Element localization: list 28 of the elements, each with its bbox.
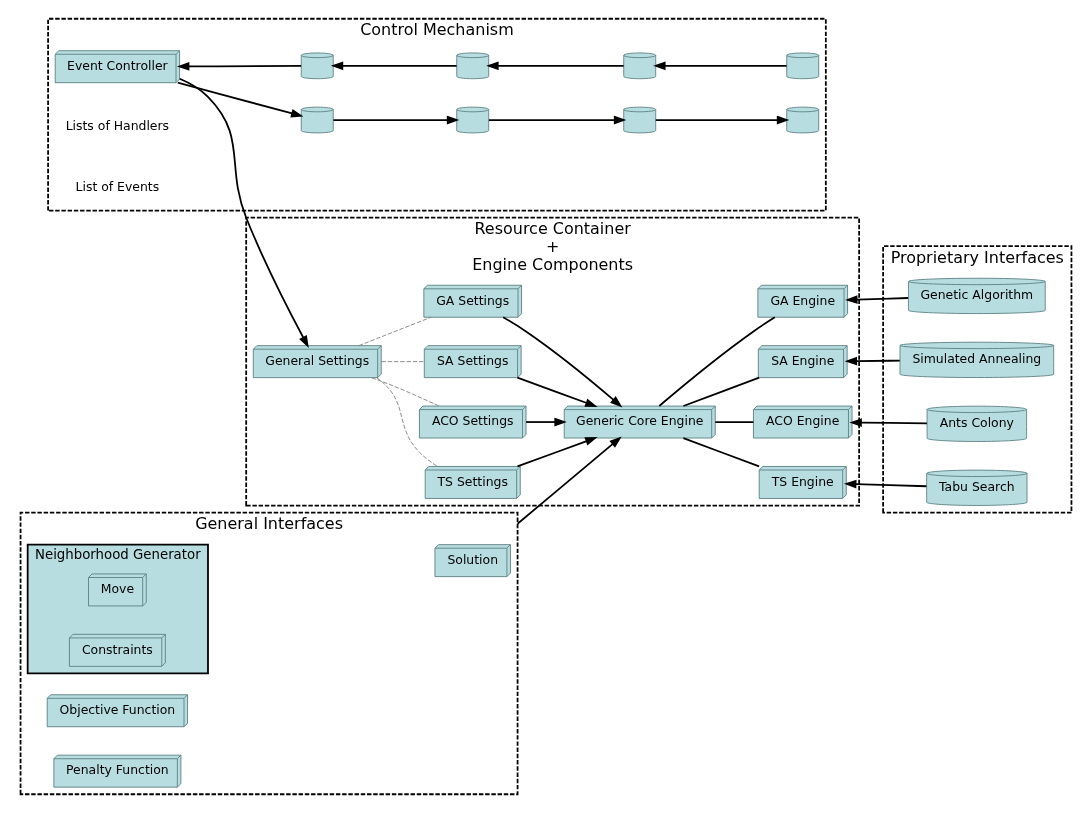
label: List of Events: [75, 178, 159, 194]
arrow: [176, 81, 303, 118]
arrow: [843, 479, 927, 489]
connector: [713, 421, 754, 423]
arrow: [848, 418, 928, 427]
connector: [682, 376, 760, 407]
arrow: [516, 437, 598, 468]
arrow: [176, 62, 302, 71]
arrow: [844, 295, 909, 304]
connector: [682, 437, 760, 468]
connector: [370, 377, 439, 407]
arrow: [178, 77, 309, 348]
arrow: [652, 61, 787, 71]
arrow: [487, 115, 626, 125]
arrow: [844, 356, 901, 366]
connector: [375, 377, 438, 467]
connector: [657, 316, 776, 407]
arrow: [485, 61, 624, 71]
arrow: [524, 417, 567, 427]
arrow: [516, 376, 598, 407]
label: Lists of Handlers: [65, 118, 169, 134]
arrow: [516, 436, 622, 525]
arrow: [332, 115, 459, 125]
arrow: [330, 61, 457, 71]
connector: [358, 316, 432, 347]
arrow: [501, 316, 622, 408]
connector: [380, 361, 425, 363]
arrow: [654, 115, 789, 125]
